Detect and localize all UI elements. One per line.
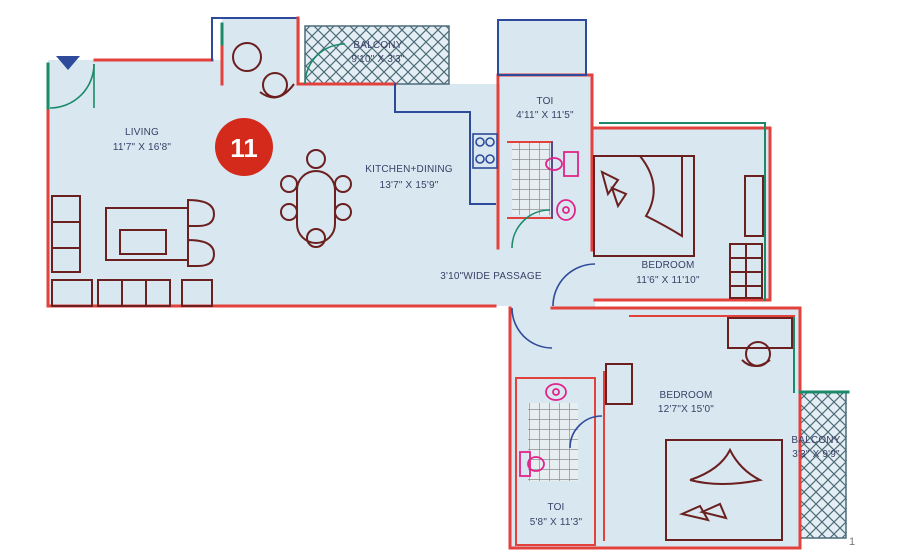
doors — [49, 43, 603, 449]
bedroom-2-size: 12'7"X 15'0" — [658, 404, 714, 415]
bedroom-2-furniture — [605, 317, 793, 541]
corner-mark: 1 — [849, 536, 855, 548]
kitchen-size: 13'7" X 15'9" — [379, 180, 438, 191]
toi-2-size: 5'8" X 11'3" — [530, 517, 583, 528]
balcony-2-lattice — [799, 391, 847, 539]
entry-arrow-icon — [56, 56, 80, 70]
toi-1-tiles — [512, 143, 550, 215]
walls — [46, 16, 850, 550]
toi-1-name: TOI — [536, 96, 553, 107]
toi-1-size: 4'11" X 11'5" — [516, 110, 574, 121]
balcony-2-size: 3'3" X 9'9" — [792, 449, 840, 460]
bedroom-2-name: BEDROOM — [659, 390, 712, 401]
balcony-1-name: BALCONY — [353, 40, 402, 51]
balcony-2-name: BALCONY — [791, 435, 840, 446]
room-labels: LIVING 11'7" X 16'8" BALCONY 9'10" X 3'3… — [113, 40, 841, 528]
toi-2-tiles — [528, 403, 578, 481]
living-size: 11'7" X 16'8" — [113, 142, 172, 153]
bedroom-1-size: 11'6" X 11'10" — [636, 275, 700, 286]
living-name: LIVING — [125, 127, 159, 138]
dining-table — [280, 149, 352, 248]
bedroom-1-name: BEDROOM — [641, 260, 694, 271]
living-furniture — [51, 42, 295, 307]
balcony-1-size: 9'10" X 3'3" — [351, 54, 405, 65]
kitchen-hob — [472, 133, 498, 169]
toi-2-name: TOI — [547, 502, 564, 513]
unit-number: 11 — [230, 133, 258, 163]
unit-badge: 11 — [215, 118, 273, 176]
kitchen-name: KITCHEN+DINING — [365, 164, 453, 175]
floor-area — [48, 18, 800, 548]
bedroom-1-furniture — [593, 155, 764, 299]
passage-label: 3'10"WIDE PASSAGE — [440, 271, 542, 282]
toilet-fixtures — [519, 151, 579, 477]
balcony-1-lattice — [304, 25, 450, 85]
